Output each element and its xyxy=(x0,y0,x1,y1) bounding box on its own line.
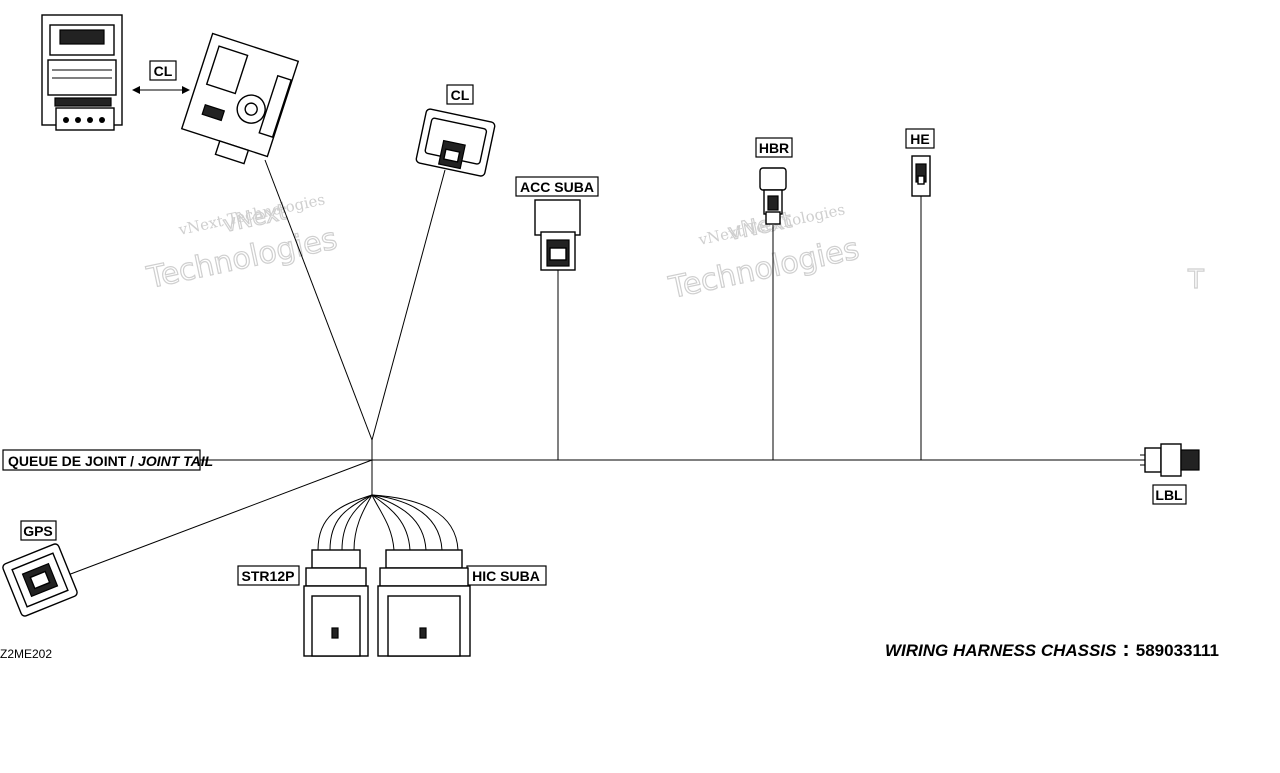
fan-wire-1 xyxy=(317,494,373,551)
joint-tail-label: QUEUE DE JOINT /JOINT TAIL xyxy=(8,453,213,469)
hbr-label: HBR xyxy=(759,140,789,156)
str12p-label-box xyxy=(237,565,300,586)
diagram-title: WIRING HARNESS CHASSIS:589033111 xyxy=(885,636,1219,661)
diagram-part-number: 589033111 xyxy=(1136,641,1219,660)
hbr-label-box xyxy=(755,137,793,158)
joint-tail-label-fr: QUEUE DE JOINT / xyxy=(8,453,134,469)
svg-text:vNext: vNext xyxy=(726,208,794,246)
lbl-label: LBL xyxy=(1155,487,1183,503)
diagram-title-separator: : xyxy=(1122,636,1129,661)
fan-wire-7 xyxy=(371,494,427,551)
joint-tail-label-en: JOINT TAIL xyxy=(138,453,213,469)
lbl-connector xyxy=(1140,443,1200,477)
fan-wire-3 xyxy=(341,494,373,551)
cl-middle-label: CL xyxy=(451,87,470,103)
fan-wire-5 xyxy=(371,494,395,551)
fan-wire-6 xyxy=(371,494,411,551)
gps-label: GPS xyxy=(23,523,53,539)
fan-wire-9 xyxy=(371,494,459,551)
fan-wire-4 xyxy=(353,494,373,551)
watermark-edge: T xyxy=(1187,265,1204,295)
wire-to-gps xyxy=(59,459,373,579)
acc-suba-label: ACC SUBA xyxy=(520,179,594,195)
lbl-label-box xyxy=(1152,484,1187,505)
wire-to-cl-top xyxy=(264,159,373,441)
cl-middle-connector xyxy=(415,108,496,177)
cl-middle-label-box xyxy=(446,84,474,105)
diagram-title-prefix: WIRING HARNESS CHASSIS xyxy=(885,641,1117,660)
acc-suba-connector xyxy=(534,199,581,271)
diagram-ref-code: Z2ME202 xyxy=(0,647,52,661)
fan-wire-8 xyxy=(371,494,443,551)
str12p-connector xyxy=(303,549,369,657)
joint-tail-label-box xyxy=(2,449,201,471)
gps-label-box xyxy=(20,520,57,541)
cl-top-label-box xyxy=(149,60,177,81)
acc-suba-label-box xyxy=(515,176,599,197)
cl-top-label: CL xyxy=(154,63,173,79)
cl-top-connector xyxy=(180,32,300,165)
watermark-center-outline: Technologies xyxy=(665,231,863,307)
hic-suba-label: HIC SUBA xyxy=(472,568,540,584)
he-label-box xyxy=(905,128,935,149)
wires xyxy=(59,159,1145,579)
fan-wire-2 xyxy=(329,494,373,551)
watermark-center-top: vNext xyxy=(725,207,795,246)
svg-text:Technologies: Technologies xyxy=(665,232,862,307)
str12p-label: STR12P xyxy=(242,568,295,584)
hic-suba-connector xyxy=(377,549,471,657)
cl-double-arrow xyxy=(132,86,190,94)
he-label: HE xyxy=(910,131,929,147)
he-connector xyxy=(911,155,931,197)
hbr-connector xyxy=(759,167,787,225)
gps-connector xyxy=(2,543,78,617)
cl-mating-connector xyxy=(41,14,123,131)
wire-to-cl-middle xyxy=(371,169,446,441)
